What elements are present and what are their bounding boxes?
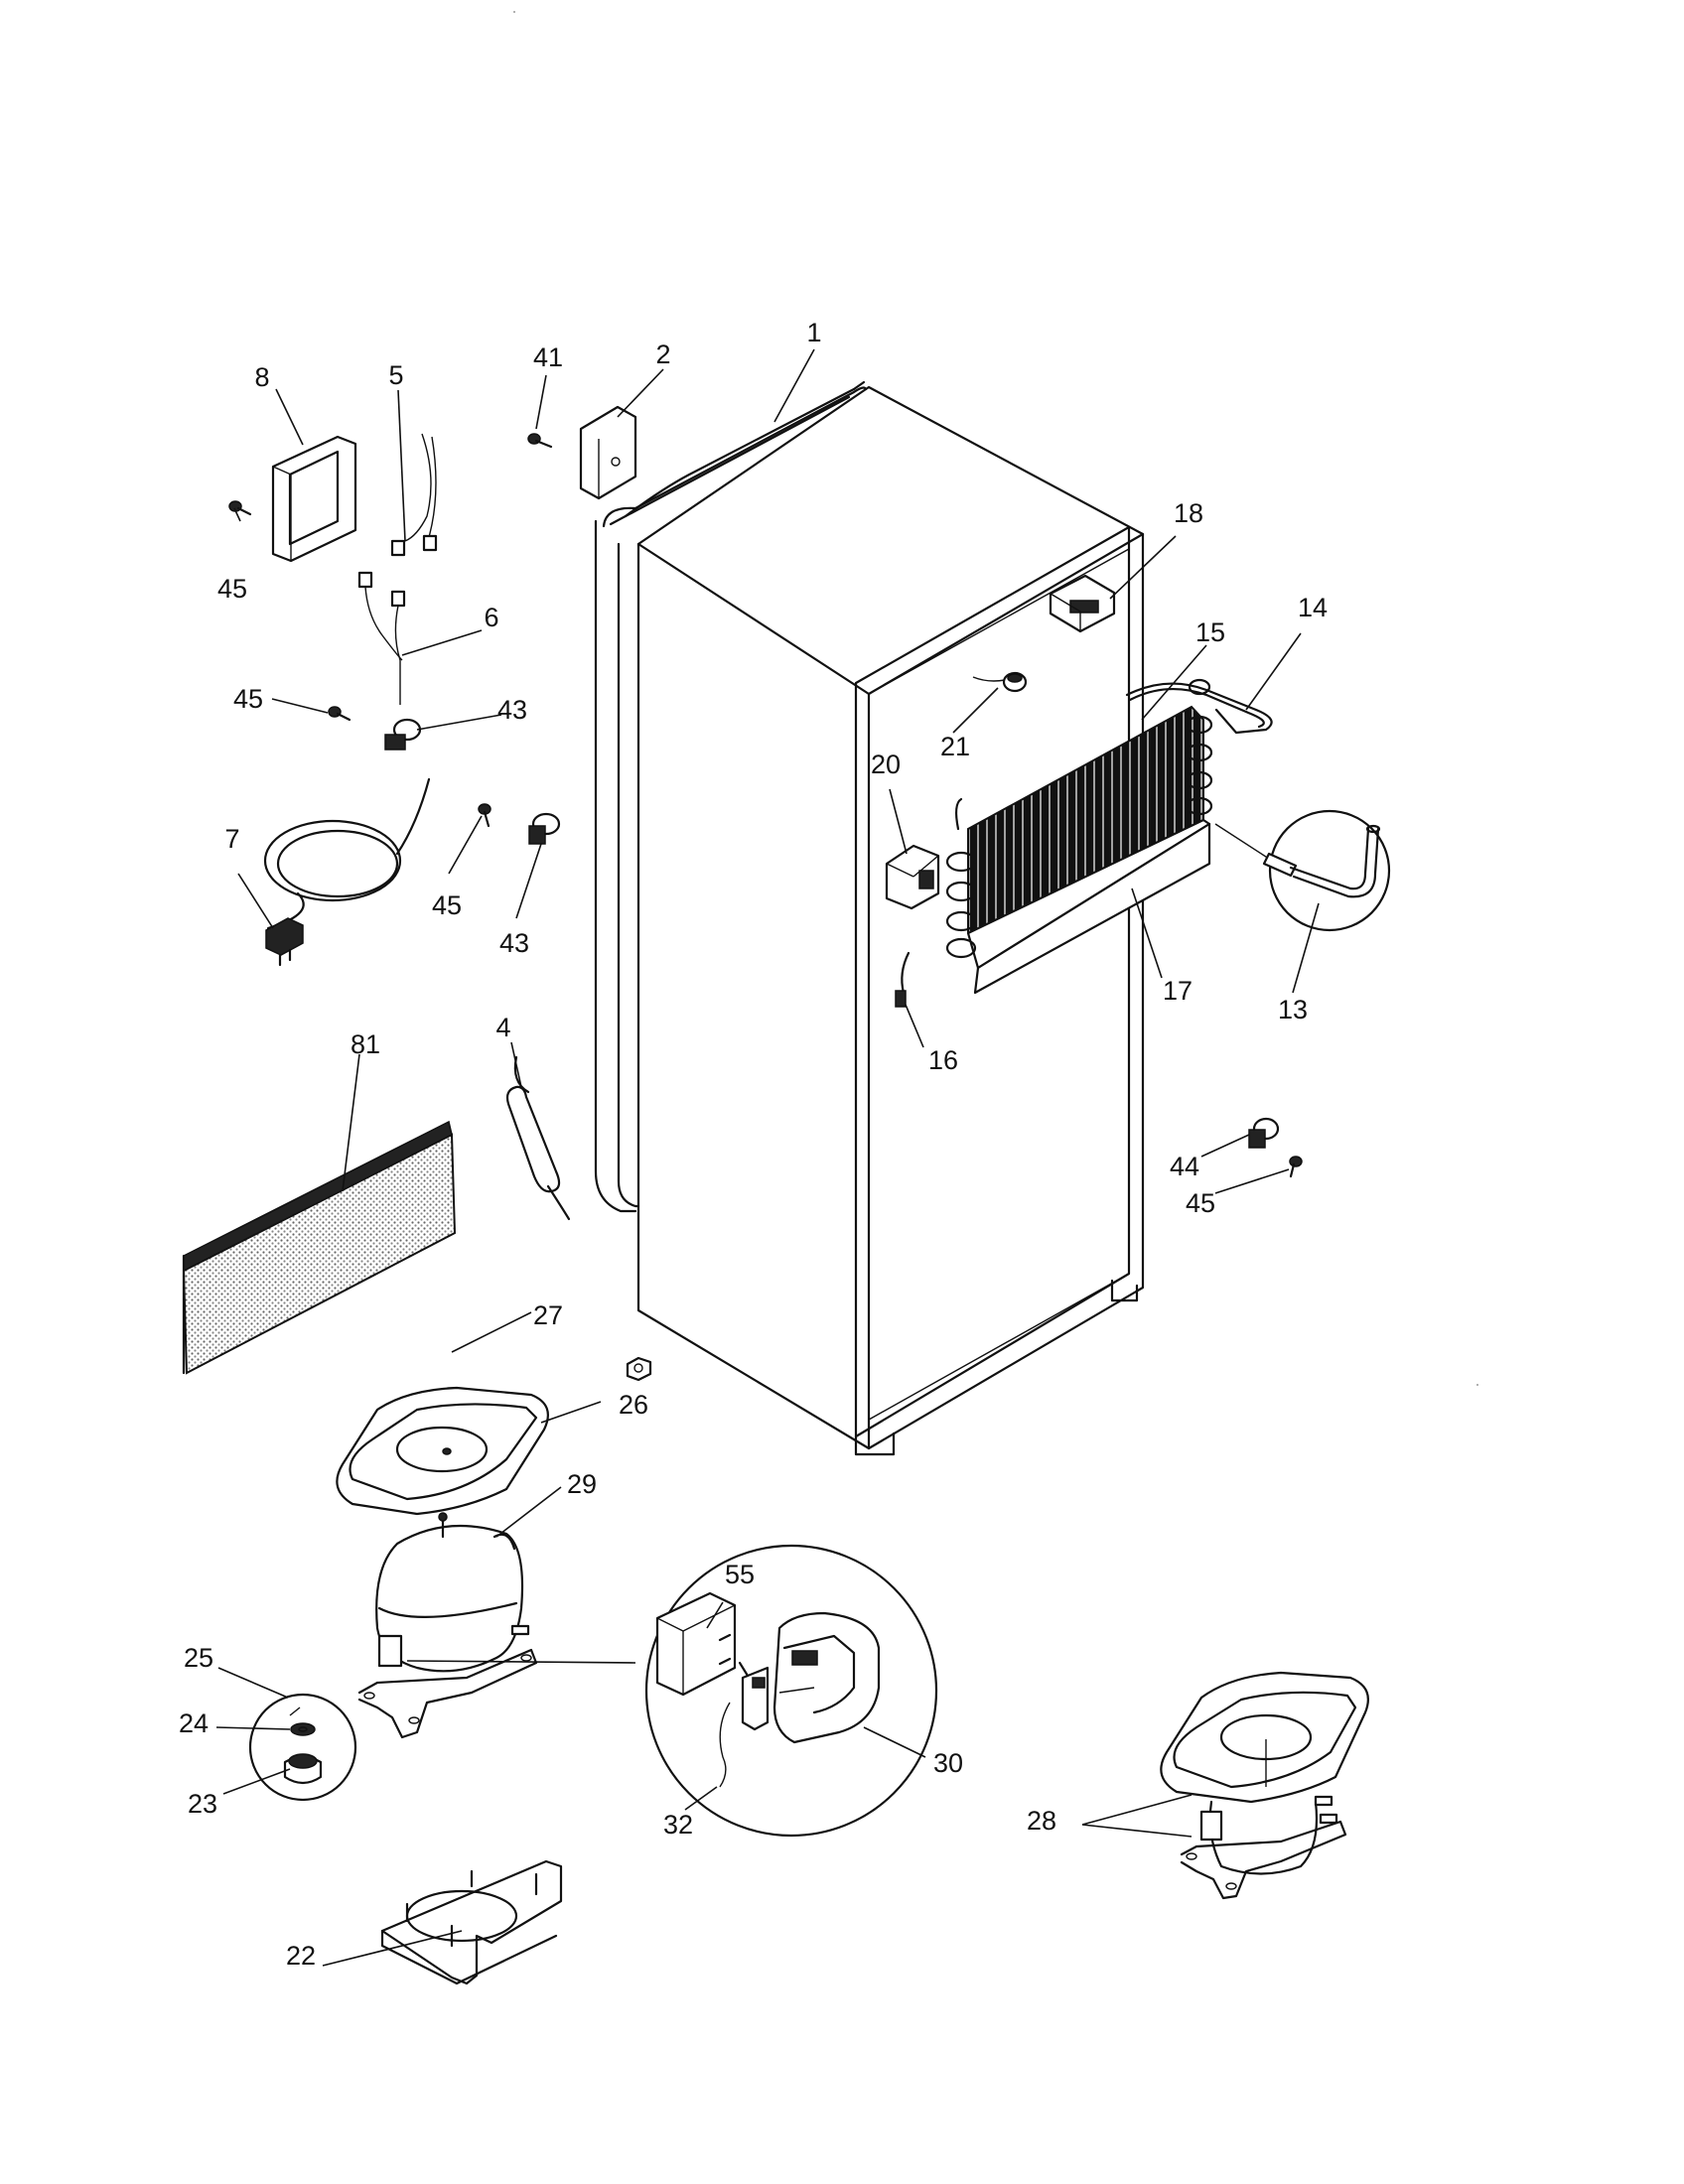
callout-15: 15: [1195, 617, 1225, 647]
relay-detail: [644, 1544, 938, 1838]
callout-16: 16: [928, 1045, 958, 1075]
compressor-base: [380, 1859, 563, 1985]
clamp: [1248, 1117, 1280, 1149]
callout-24: 24: [179, 1708, 209, 1738]
callout-41: 41: [533, 342, 563, 372]
callout-2: 2: [655, 340, 670, 369]
compressor-assembly: [1160, 1671, 1369, 1900]
panel: [182, 1120, 457, 1375]
callout-45-top: 45: [217, 574, 247, 604]
thermostat-detail: [1214, 809, 1391, 932]
callout-45-right: 45: [1186, 1188, 1215, 1218]
callout-32: 32: [663, 1810, 693, 1840]
callout-20: 20: [871, 750, 901, 779]
screw: [478, 803, 491, 828]
callout-45-cord: 45: [432, 890, 462, 920]
callout-25: 25: [184, 1643, 213, 1673]
screw: [228, 500, 252, 516]
power-cord: [263, 777, 431, 967]
callout-22: 22: [286, 1941, 316, 1971]
callout-18: 18: [1174, 498, 1203, 528]
screw: [328, 706, 351, 722]
callout-labels: 1 2 4 5 6 7 8 13 14 15 16 17 18 20 21 22…: [179, 318, 1328, 1971]
top-bracket: [1049, 574, 1116, 633]
nut: [626, 1356, 652, 1382]
callout-1: 1: [806, 318, 821, 347]
callout-5: 5: [388, 360, 403, 390]
scan-speck: [1476, 1384, 1478, 1386]
callout-23: 23: [188, 1789, 217, 1819]
clamp: [528, 812, 561, 845]
callout-26: 26: [619, 1390, 648, 1420]
callout-81: 81: [351, 1029, 380, 1059]
screw: [527, 433, 553, 449]
callout-43-lower: 43: [499, 928, 529, 958]
condenser-coil: [594, 380, 868, 1213]
callout-8: 8: [254, 362, 269, 392]
scan-speck: [513, 11, 515, 13]
tubing: [1125, 678, 1273, 735]
drier: [505, 1055, 571, 1221]
leader-lines: [215, 348, 1320, 1967]
drain-pan: [336, 1386, 549, 1516]
callout-6: 6: [484, 603, 498, 632]
compressor: [357, 1512, 636, 1739]
wire-lead: [895, 951, 911, 1008]
frame: [271, 435, 357, 563]
callout-14: 14: [1298, 593, 1328, 622]
callout-44: 44: [1170, 1152, 1199, 1181]
callout-7: 7: [224, 824, 239, 854]
cabinet: [636, 385, 1145, 1456]
side-bracket: [885, 844, 940, 910]
callout-21: 21: [940, 732, 970, 761]
callout-4: 4: [495, 1013, 510, 1042]
callout-29: 29: [567, 1469, 597, 1499]
sensor: [972, 671, 1028, 693]
callout-28: 28: [1027, 1806, 1056, 1836]
grommet-detail: [248, 1693, 357, 1802]
callout-43-upper: 43: [497, 695, 527, 725]
callout-27: 27: [533, 1300, 563, 1330]
callout-17: 17: [1163, 976, 1193, 1006]
callout-55: 55: [725, 1560, 755, 1589]
evaporator: [945, 705, 1213, 995]
callout-13: 13: [1278, 995, 1308, 1024]
callout-30: 30: [933, 1748, 963, 1778]
callout-45-mid: 45: [233, 684, 263, 714]
bracket: [579, 405, 637, 500]
wire-harness: [357, 433, 438, 705]
screw: [1289, 1156, 1303, 1178]
clamp: [384, 718, 422, 751]
evaporator-return-bends: [945, 715, 1213, 959]
